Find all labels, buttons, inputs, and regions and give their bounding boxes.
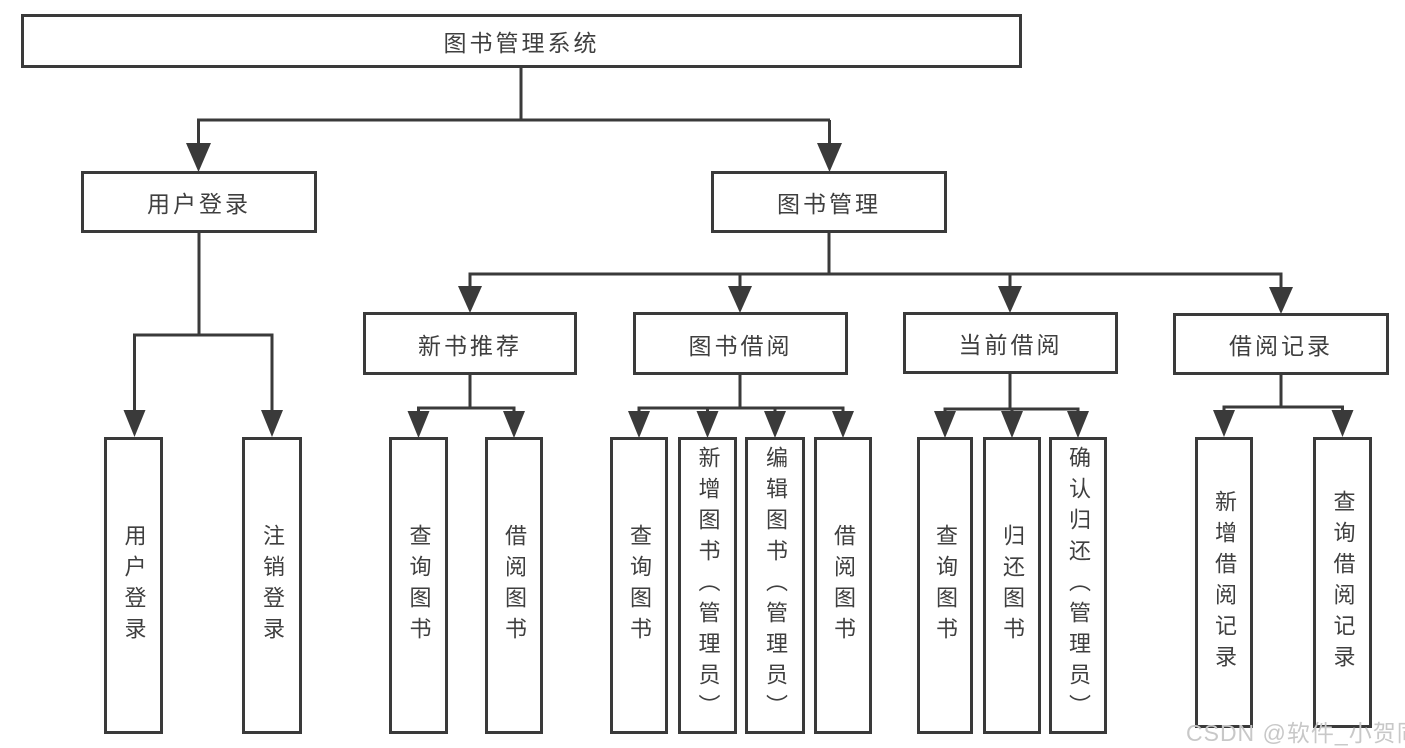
node-label: 借阅图书 <box>831 523 856 648</box>
node-leaf-query-books: 查询图书 <box>610 437 668 734</box>
node-leaf-query-borrow-record: 查询借阅记录 <box>1313 437 1372 728</box>
node-book-borrow: 图书借阅 <box>633 312 848 375</box>
csdn-watermark: CSDN @软件_小贺同学 <box>1186 720 1405 746</box>
node-label: 归还图书 <box>1000 523 1025 648</box>
node-book-management: 图书管理 <box>711 171 947 233</box>
node-user-login: 用户登录 <box>81 171 317 233</box>
node-label: 查询借阅记录 <box>1330 489 1356 676</box>
node-label: 图书借阅 <box>688 332 793 359</box>
node-label: 查询图书 <box>933 523 958 648</box>
node-leaf-user-login: 用户登录 <box>104 437 163 734</box>
node-label: 新书推荐 <box>418 332 522 359</box>
node-label: 确认归还（管理员） <box>1066 446 1091 725</box>
node-label: 借阅记录 <box>1229 333 1333 359</box>
node-label: 新增借阅记录 <box>1212 489 1237 676</box>
node-borrow-records: 借阅记录 <box>1173 313 1389 375</box>
node-label: 编辑图书（管理员） <box>763 446 788 725</box>
node-leaf-edit-books-admin: 编辑图书（管理员） <box>745 437 805 734</box>
node-label: 查询图书 <box>406 523 432 648</box>
node-label: 查询图书 <box>627 523 652 648</box>
node-label: 用户登录 <box>147 191 251 217</box>
node-new-book-recommend: 新书推荐 <box>363 312 577 375</box>
node-label: 借阅图书 <box>502 523 527 648</box>
node-leaf-add-borrow-record: 新增借阅记录 <box>1195 437 1253 728</box>
node-leaf-borrow-books: 借阅图书 <box>485 437 543 734</box>
node-leaf-add-books-admin: 新增图书（管理员） <box>678 437 737 734</box>
node-current-borrow: 当前借阅 <box>903 312 1118 374</box>
node-label: 注销登录 <box>260 523 285 648</box>
node-leaf-query-books: 查询图书 <box>917 437 973 734</box>
node-leaf-logout: 注销登录 <box>242 437 302 734</box>
node-label: 图书管理系统 <box>443 30 600 56</box>
node-label: 新增图书（管理员） <box>695 446 721 725</box>
node-library-system-root: 图书管理系统 <box>21 14 1022 68</box>
node-label: 图书管理 <box>777 191 881 217</box>
node-leaf-return-books: 归还图书 <box>983 437 1041 734</box>
node-leaf-borrow-books: 借阅图书 <box>814 437 872 734</box>
node-label: 用户登录 <box>121 523 147 648</box>
node-leaf-query-books: 查询图书 <box>389 437 448 734</box>
node-label: 当前借阅 <box>958 332 1063 358</box>
node-leaf-confirm-return-admin: 确认归还（管理员） <box>1049 437 1107 734</box>
